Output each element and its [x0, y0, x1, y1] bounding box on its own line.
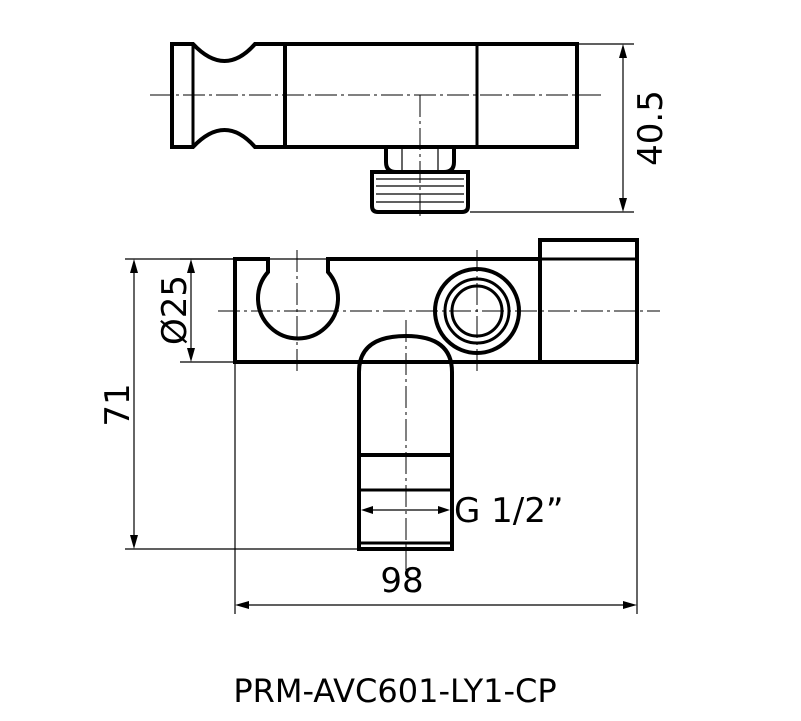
arrowhead	[619, 198, 627, 212]
arrowhead	[130, 535, 138, 549]
height-total-label: 71	[98, 383, 138, 426]
thread-label: G 1/2”	[454, 491, 564, 531]
width-label: 98	[380, 561, 423, 601]
arrowhead	[187, 348, 195, 362]
front-view-stem	[357, 333, 454, 455]
arrowhead	[619, 44, 627, 58]
front-view-end-cap	[538, 238, 639, 364]
outlet-outer-circle	[433, 267, 521, 355]
top-view	[150, 42, 605, 220]
top-view-thread	[370, 170, 470, 214]
front-view	[218, 238, 660, 570]
outlet-ring	[443, 277, 511, 345]
arrowhead	[187, 259, 195, 273]
outlet-inner-circle	[450, 284, 504, 338]
arrowhead	[130, 259, 138, 273]
model-number: PRM-AVC601-LY1-CP	[233, 672, 556, 710]
front-view-body	[233, 257, 542, 364]
top-view-body	[283, 42, 579, 149]
arrowhead	[361, 506, 373, 514]
dimension-height-top: 40.5	[470, 43, 671, 213]
dimension-thread: G 1/2”	[361, 491, 564, 531]
arrowhead	[438, 506, 450, 514]
height-top-label: 40.5	[631, 90, 671, 166]
dimension-diameter: Ø25	[155, 258, 330, 363]
dimension-height-total: 71	[98, 258, 358, 550]
arrowhead	[235, 601, 249, 609]
dimension-width: 98	[234, 363, 638, 614]
front-view-thread	[357, 453, 454, 551]
diameter-label: Ø25	[155, 275, 195, 345]
arrowhead	[623, 601, 637, 609]
